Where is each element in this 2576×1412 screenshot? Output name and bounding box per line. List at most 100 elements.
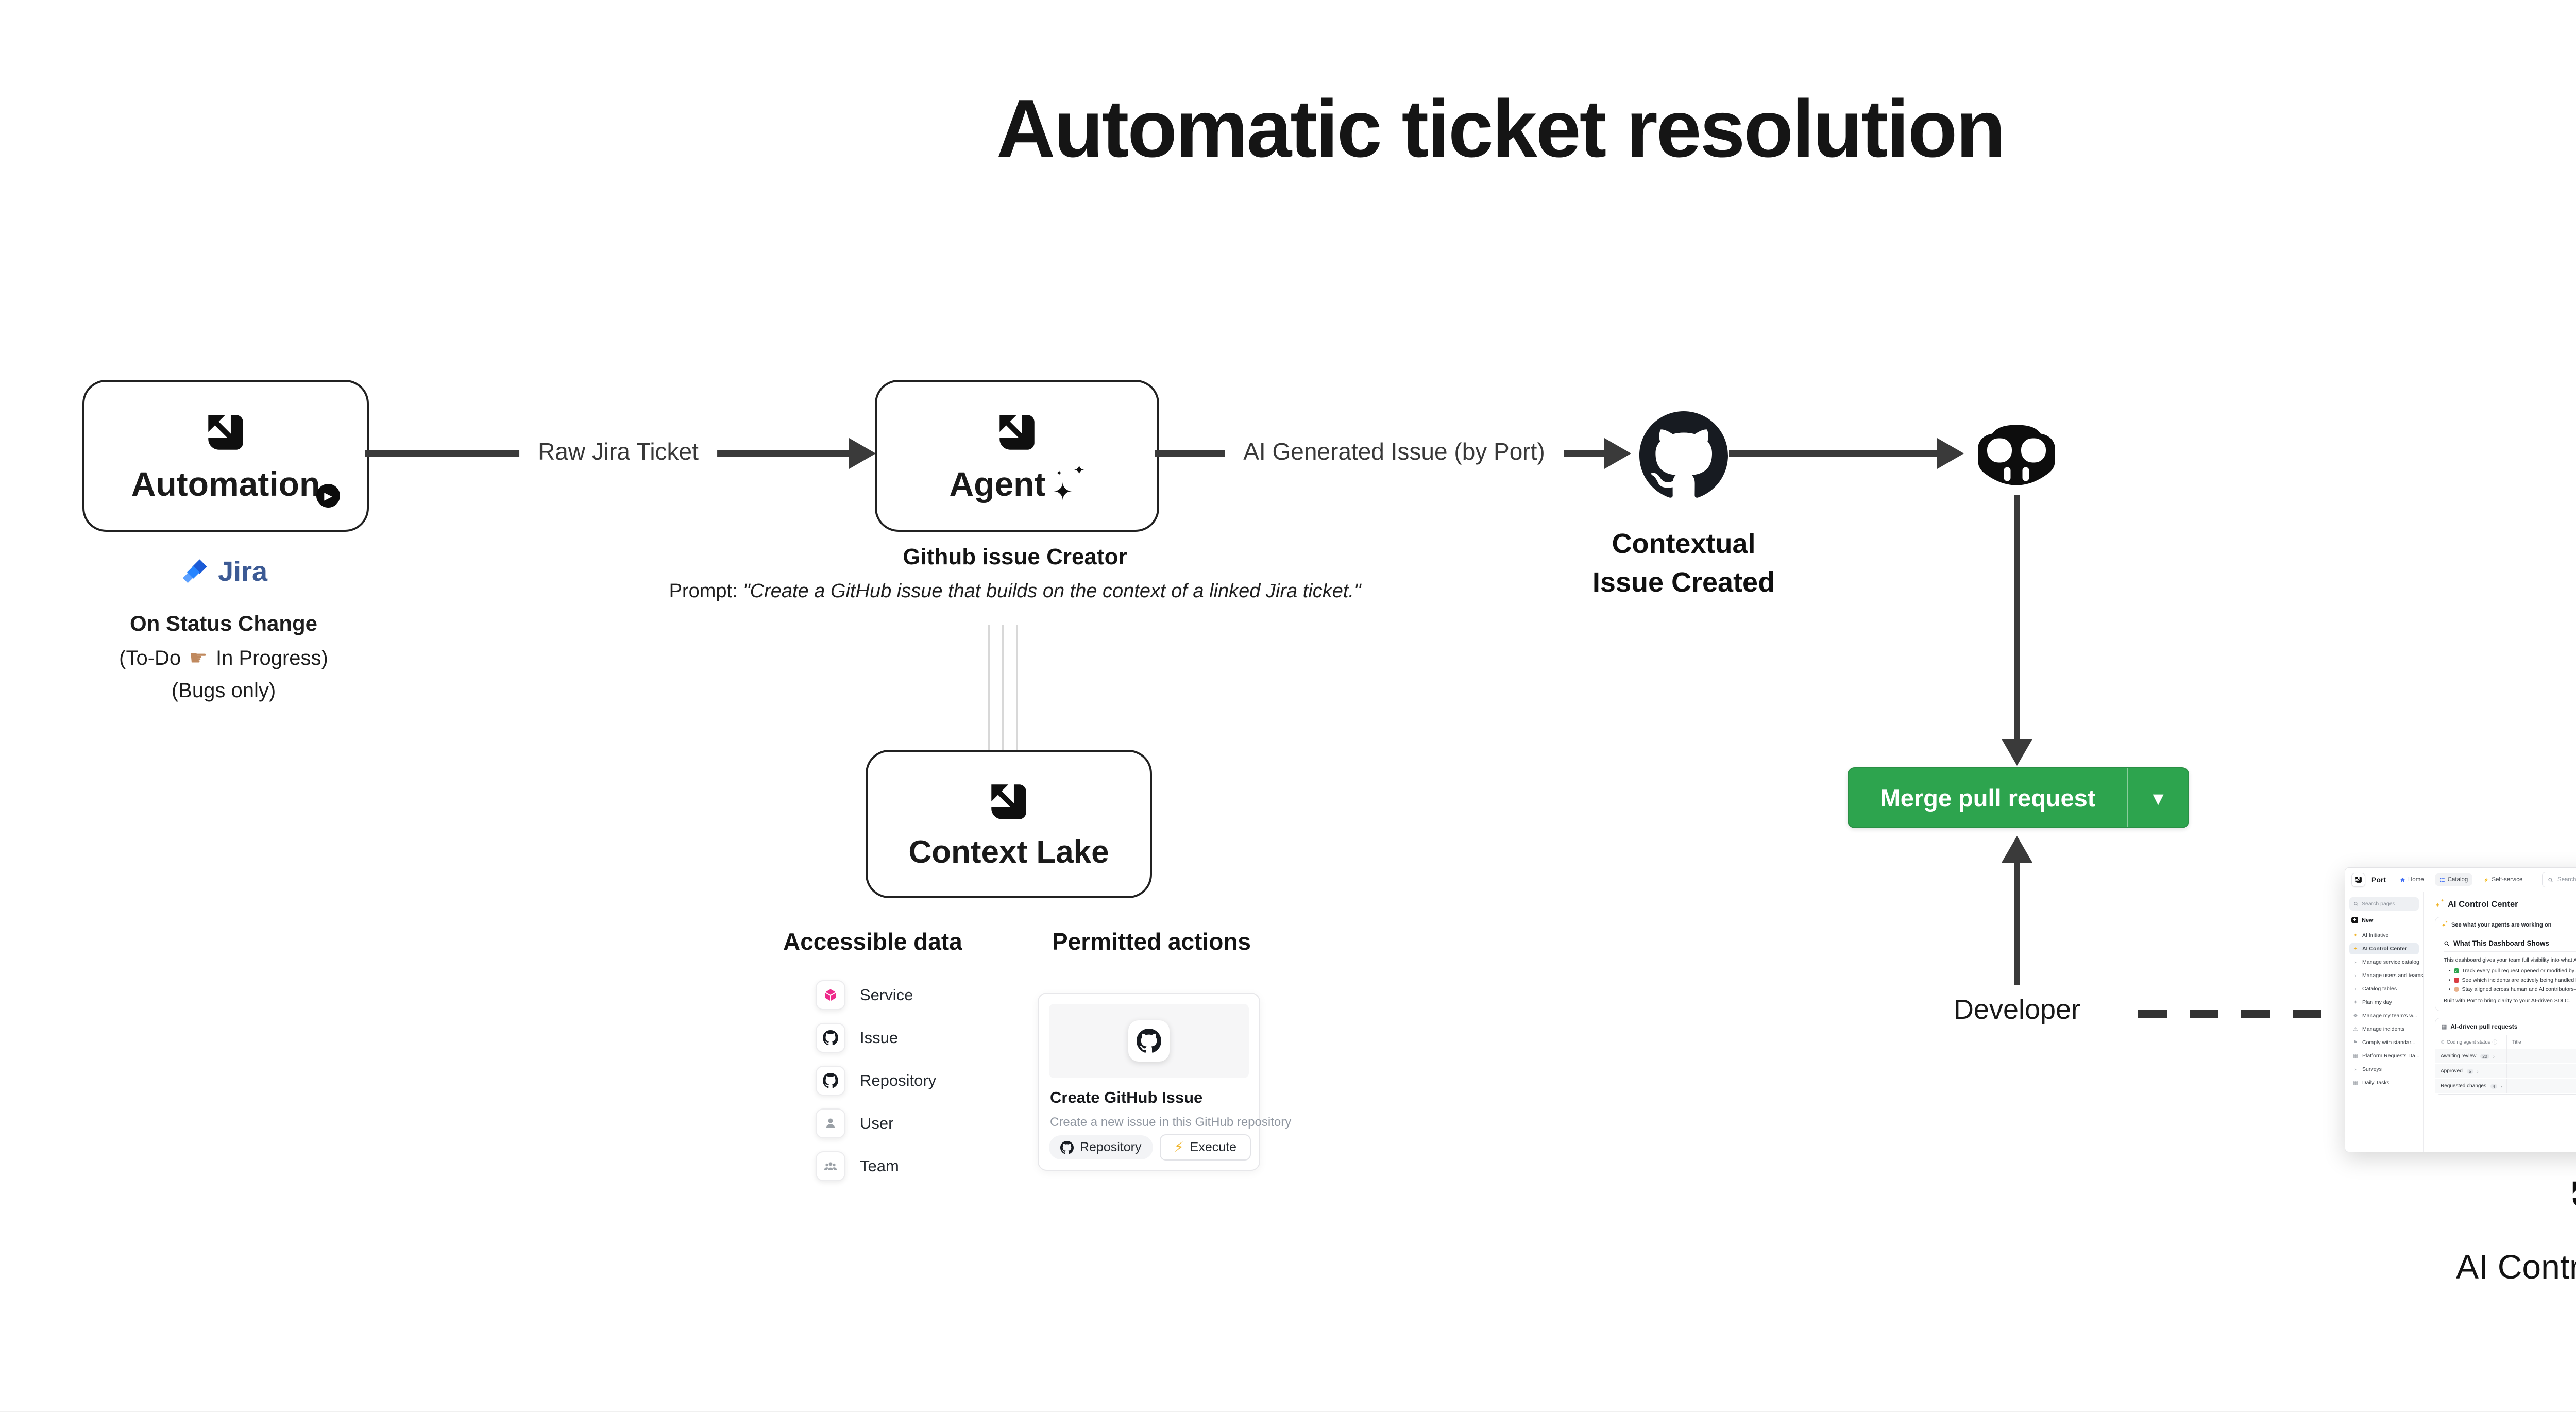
accessible-data-heading: Accessible data xyxy=(783,928,962,955)
pointing-hand-icon: ☛ xyxy=(189,647,208,669)
agent-prompt: Prompt: "Create a GitHub issue that buil… xyxy=(669,580,1361,602)
sidebar-item-surveys[interactable]: ›Surveys xyxy=(2354,1066,2382,1072)
arrowhead-up-icon xyxy=(2002,836,2032,863)
footer-note: Built with Port to bring clarity to your… xyxy=(2444,998,2570,1004)
app-navbar: Port Home Catalog Self-service Search ⌘ … xyxy=(2345,868,2576,892)
sidebar-item-ai-initiative[interactable]: ✦AI Initiative xyxy=(2353,932,2389,938)
list-item: Repository xyxy=(816,1066,936,1096)
automation-node-label: Automation xyxy=(131,464,320,503)
search-input[interactable]: Search ⌘ K xyxy=(2541,872,2576,887)
section-title: What This Dashboard Shows xyxy=(2444,939,2576,947)
table-title: AI-driven pull requests xyxy=(2450,1023,2518,1030)
github-caption: Contextual Issue Created xyxy=(1592,528,1775,598)
action-description: Create a new issue in this GitHub reposi… xyxy=(1050,1115,1292,1129)
prompt-prefix: Prompt: xyxy=(669,580,743,602)
jira-trigger-block: Jira On Status Change (To-Do ☛ In Progre… xyxy=(69,556,378,702)
pull-requests-table-card: ▦ AI-driven pull requests ⊙Coding agent … xyxy=(2435,1018,2576,1095)
permitted-actions-heading: Permitted actions xyxy=(1052,928,1251,955)
sidebar-search-input[interactable]: Search pages xyxy=(2349,897,2419,911)
execute-button[interactable]: ⚡ Execute xyxy=(1159,1134,1251,1161)
plus-icon: + xyxy=(2351,917,2358,923)
agent-name: Github issue Creator xyxy=(903,544,1127,569)
arrowhead-right-icon xyxy=(1604,438,1631,469)
sidebar-item-manage-users-and-teams[interactable]: ›Manage users and teams xyxy=(2354,972,2424,979)
agent-node: Agent ✦ ✦ ✦ xyxy=(875,380,1159,532)
port-logo-icon xyxy=(2351,872,2365,887)
sparkles-icon: ✦✦ xyxy=(2442,921,2448,929)
agent-description: Github issue Creator Prompt: "Create a G… xyxy=(669,544,1361,602)
sidebar-item-ai-control-center[interactable]: ✦AI Control Center xyxy=(2349,943,2419,954)
app-main-panel: ✦✦ AI Control Center + Widget ⋯ ✦✦ See xyxy=(2424,892,2576,1152)
list-item: • See which incidents are actively being… xyxy=(2449,977,2576,983)
list-item: User xyxy=(816,1108,936,1138)
sparkles-icon: ✦✦ xyxy=(2435,898,2444,909)
chevron-right-icon: › xyxy=(2500,1083,2502,1089)
list-item: • ✓ Track every pull request opened or m… xyxy=(2449,968,2576,974)
ai-control-center-caption: AI Control Center xyxy=(2456,1248,2576,1286)
jira-brand-row: Jira xyxy=(69,556,378,587)
nav-self-service[interactable]: Self-service xyxy=(2479,873,2527,886)
chevron-right-icon: › xyxy=(2477,1068,2479,1074)
nav-home[interactable]: Home xyxy=(2395,873,2429,886)
accessible-data-list: Service Issue Repository User Team xyxy=(816,980,936,1194)
service-cube-icon xyxy=(816,980,845,1010)
user-icon xyxy=(816,1108,845,1138)
line-copilot-to-merge xyxy=(2014,495,2020,740)
arrowhead-down-icon xyxy=(2002,739,2032,766)
sidebar-item-platform-requests[interactable]: ▦Platform Requests Da... xyxy=(2353,1053,2420,1059)
count-badge: 5 xyxy=(2466,1068,2473,1074)
sidebar-item-manage-service-catalog[interactable]: ›Manage service catalog xyxy=(2354,959,2419,965)
port-logo-icon xyxy=(2568,1177,2576,1211)
sidebar-item-daily-tasks[interactable]: ▦Daily Tasks xyxy=(2353,1080,2389,1086)
sidebar-item-comply-with-standards[interactable]: ⚑Comply with standar... xyxy=(2353,1039,2416,1046)
ai-control-center-screenshot: Port Home Catalog Self-service Search ⌘ … xyxy=(2345,867,2576,1152)
sidebar-item-catalog-tables[interactable]: ›Catalog tables xyxy=(2354,986,2397,992)
dashed-connector xyxy=(2138,1010,2340,1018)
home-icon xyxy=(2400,877,2405,883)
sidebar-new-button[interactable]: + New xyxy=(2351,917,2417,923)
search-icon xyxy=(2444,940,2450,947)
play-button[interactable]: ▶ xyxy=(316,484,340,508)
edge-label-raw-jira-ticket: Raw Jira Ticket xyxy=(519,438,717,465)
context-lake-node: Context Lake xyxy=(866,750,1152,898)
page-bottom-border xyxy=(0,1411,2576,1412)
github-copilot-icon xyxy=(1970,423,2063,493)
caret-down-icon: ▾ xyxy=(2153,785,2164,810)
brand-label: Port xyxy=(2371,876,2386,884)
edge-label-ai-generated-issue: AI Generated Issue (by Port) xyxy=(1225,438,1564,465)
merge-button-label[interactable]: Merge pull request xyxy=(1880,784,2096,812)
nav-catalog[interactable]: Catalog xyxy=(2434,873,2473,886)
line-developer-to-merge xyxy=(2014,862,2020,985)
list-item: Service xyxy=(816,980,936,1010)
sidebar-item-manage-my-team[interactable]: ❖Manage my team's w... xyxy=(2353,1013,2418,1019)
github-logo-icon xyxy=(1639,411,1728,500)
agents-strip-text: See what your agents are working on xyxy=(2451,922,2552,928)
handshake-icon xyxy=(2453,987,2459,992)
github-icon xyxy=(816,1023,845,1053)
merge-pull-request-button[interactable]: Merge pull request ▾ xyxy=(1848,767,2189,828)
prompt-text: "Create a GitHub issue that builds on th… xyxy=(743,580,1361,602)
dashboard-info-card: ✦✦ See what your agents are working on W… xyxy=(2435,917,2576,1011)
list-item: • Stay aligned across human and AI contr… xyxy=(2449,986,2576,993)
jira-brand-label: Jira xyxy=(217,556,268,587)
check-icon: ✓ xyxy=(2453,968,2459,973)
team-icon xyxy=(816,1151,845,1181)
list-item: Issue xyxy=(816,1023,936,1053)
bolt-icon xyxy=(2483,877,2489,883)
sidebar-item-manage-incidents[interactable]: ⚠Manage incidents xyxy=(2353,1026,2405,1032)
trigger-transition: (To-Do ☛ In Progress) xyxy=(69,646,378,670)
sidebar-item-plan-my-day[interactable]: ☀Plan my day xyxy=(2353,999,2392,1005)
catalog-icon xyxy=(2439,877,2445,883)
port-logo-icon xyxy=(202,409,249,456)
repository-tag[interactable]: Repository xyxy=(1049,1135,1153,1159)
merge-options-dropdown[interactable]: ▾ xyxy=(2127,768,2188,827)
github-icon xyxy=(1060,1141,1074,1154)
trigger-from: (To-Do xyxy=(119,646,181,669)
play-icon: ▶ xyxy=(324,490,332,502)
agent-node-label: Agent xyxy=(949,464,1046,503)
